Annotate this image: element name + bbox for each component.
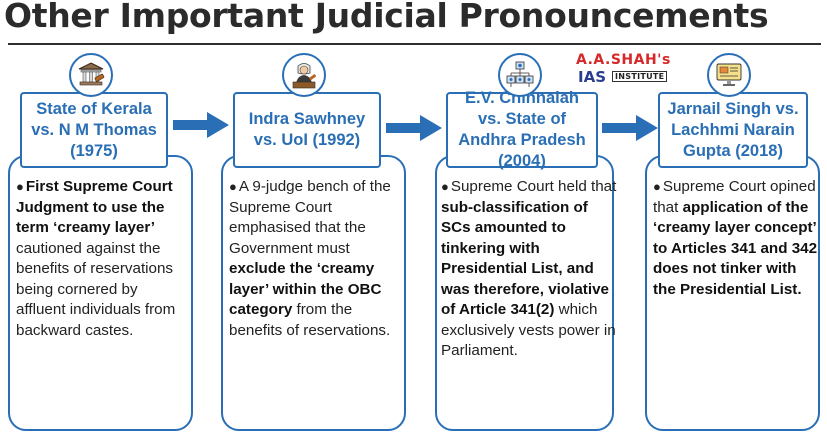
case-description: ●Supreme Court held that sub-classificat…	[441, 177, 617, 362]
bold-text-run: sub-classification of SCs amounted to ti…	[441, 198, 609, 319]
text-run: cautioned against the benefits of reserv…	[16, 239, 176, 339]
brand-ias: IAS	[578, 68, 606, 86]
case-heading-chinnaiah: E.V. Chinnaiah vs. State of Andhra Prade…	[446, 89, 598, 170]
text-run: which exclusively vests power in Parliam…	[441, 301, 616, 359]
bullet-icon: ●	[441, 179, 449, 194]
case-description-text: A 9-judge bench of the Supreme Court emp…	[229, 178, 391, 339]
bold-text-run: First Supreme Court Judgment to use the …	[16, 178, 173, 236]
text-run: Supreme Court opined that	[653, 178, 816, 216]
case-description-text: First Supreme Court Judgment to use the …	[16, 178, 175, 339]
text-run: from the benefits of reservations.	[229, 301, 391, 339]
arrow-right-icon	[386, 115, 442, 141]
arrow-right-icon	[173, 112, 229, 138]
case-description: ●First Supreme Court Judgment to use the…	[16, 177, 191, 341]
arrow-right-icon	[602, 115, 658, 141]
bullet-icon: ●	[653, 179, 661, 194]
case-description-text: Supreme Court opined that application of…	[653, 178, 817, 298]
case-card-indra-sawhney: ●A 9-judge bench of the Supreme Court em…	[221, 155, 406, 431]
gavel-courthouse-icon	[69, 53, 113, 97]
case-card-jarnail-singh: ●Supreme Court opined that application o…	[645, 155, 820, 431]
monitor-dashboard-icon	[707, 53, 751, 97]
title-divider	[8, 43, 821, 45]
case-heading-kerala: State of Kerala vs. N M Thomas (1975)	[20, 92, 168, 168]
brand-name: A.A.SHAH's	[576, 52, 671, 68]
judge-icon	[282, 53, 326, 97]
bold-text-run: application of the ‘creamy layer concept…	[653, 198, 818, 298]
brand-logo: A.A.SHAH's IAS INSTITUTE	[576, 52, 672, 88]
bullet-icon: ●	[229, 179, 237, 194]
case-description: ●A 9-judge bench of the Supreme Court em…	[229, 177, 406, 341]
page-title: Other Important Judicial Pronouncements	[4, 0, 769, 35]
text-run: A 9-judge bench of the Supreme Court emp…	[229, 178, 391, 257]
case-card-chinnaiah: ●Supreme Court held that sub-classificat…	[435, 155, 617, 431]
case-heading-jarnail-singh: Jarnail Singh vs. Lachhmi Narain Gupta (…	[658, 92, 808, 168]
text-run: Supreme Court held that	[450, 178, 617, 195]
hierarchy-network-icon	[498, 53, 542, 97]
case-description-text: Supreme Court held that sub-classificati…	[441, 178, 616, 359]
bold-text-run: exclude the ‘creamy layer’ within the OB…	[229, 260, 382, 318]
case-heading-indra-sawhney: Indra Sawhney vs. UoI (1992)	[233, 92, 381, 168]
case-card-kerala: ●First Supreme Court Judgment to use the…	[8, 155, 193, 431]
case-description: ●Supreme Court opined that application o…	[653, 177, 820, 300]
brand-institute: INSTITUTE	[612, 71, 668, 82]
bullet-icon: ●	[16, 179, 24, 194]
